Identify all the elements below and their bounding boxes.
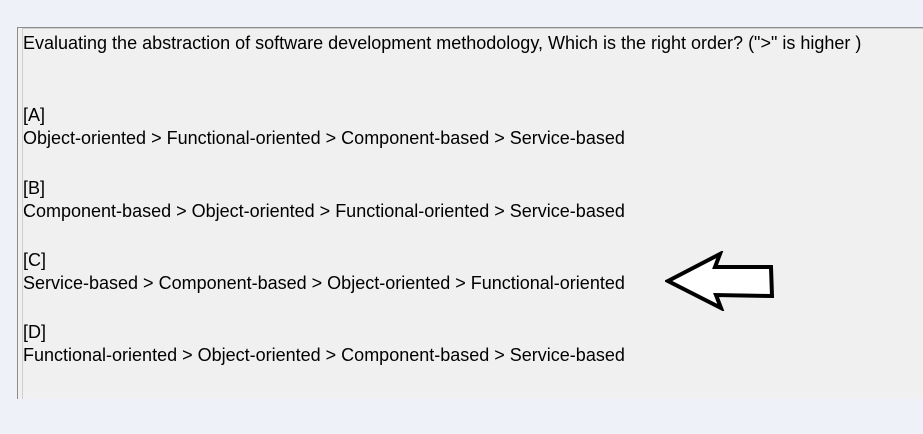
option-c-label: [C] [23, 250, 47, 270]
left-arrow-icon [665, 251, 775, 311]
option-b-label: [B] [23, 178, 46, 198]
option-d-text: Functional-oriented > Object-oriented > … [23, 345, 625, 365]
option-b-text: Component-based > Object-oriented > Func… [23, 201, 625, 221]
option-c-text: Service-based > Component-based > Object… [23, 273, 625, 293]
option-a-text: Object-oriented > Functional-oriented > … [23, 128, 625, 148]
option-a-label: [A] [23, 105, 46, 125]
question-text: Evaluating the abstraction of software d… [23, 33, 862, 53]
question-panel-inner [22, 28, 923, 399]
question-panel [17, 27, 923, 399]
option-d-label: [D] [23, 322, 47, 342]
